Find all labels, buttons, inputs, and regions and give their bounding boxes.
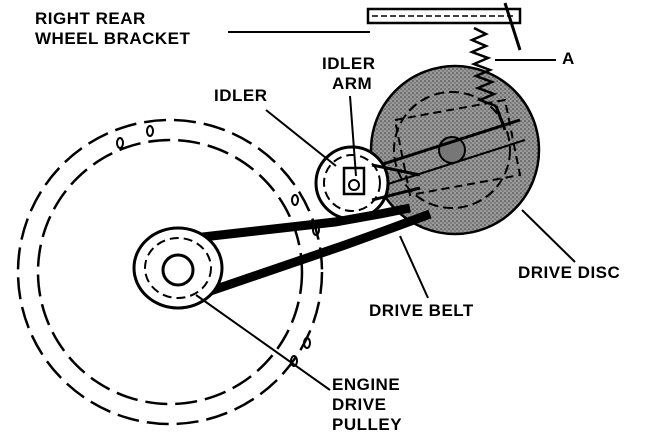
- idler-arm: [342, 163, 421, 202]
- drive-belt: [149, 203, 432, 303]
- wheel-outline: [16, 118, 324, 426]
- engine-drive-pulley: [132, 226, 224, 310]
- label-right-rear-wheel-bracket-1: RIGHT REAR: [35, 9, 146, 28]
- leader-idler: [265, 109, 337, 167]
- leader-drive-belt: [399, 235, 429, 299]
- label-spring-a: A: [562, 49, 575, 68]
- spring-a: [468, 26, 507, 131]
- leader-idler-arm: [349, 95, 357, 177]
- label-right-rear-wheel-bracket-2: WHEEL BRACKET: [35, 29, 191, 48]
- label-idler-arm-1: IDLER: [322, 54, 376, 73]
- leader-engine-pulley: [195, 294, 331, 391]
- leader-drive-disc: [521, 209, 576, 263]
- right-rear-wheel-bracket: [366, 2, 522, 51]
- leader-lines: [195, 31, 576, 391]
- label-engine-drive-pulley-1: ENGINE: [332, 375, 401, 394]
- label-idler-arm-2: ARM: [332, 74, 373, 93]
- label-idler: IDLER: [214, 86, 268, 105]
- label-drive-belt: DRIVE BELT: [369, 301, 474, 320]
- label-engine-drive-pulley-2: DRIVE: [332, 395, 387, 414]
- label-engine-drive-pulley-3: PULLEY: [332, 415, 403, 434]
- label-drive-disc: DRIVE DISC: [518, 263, 621, 282]
